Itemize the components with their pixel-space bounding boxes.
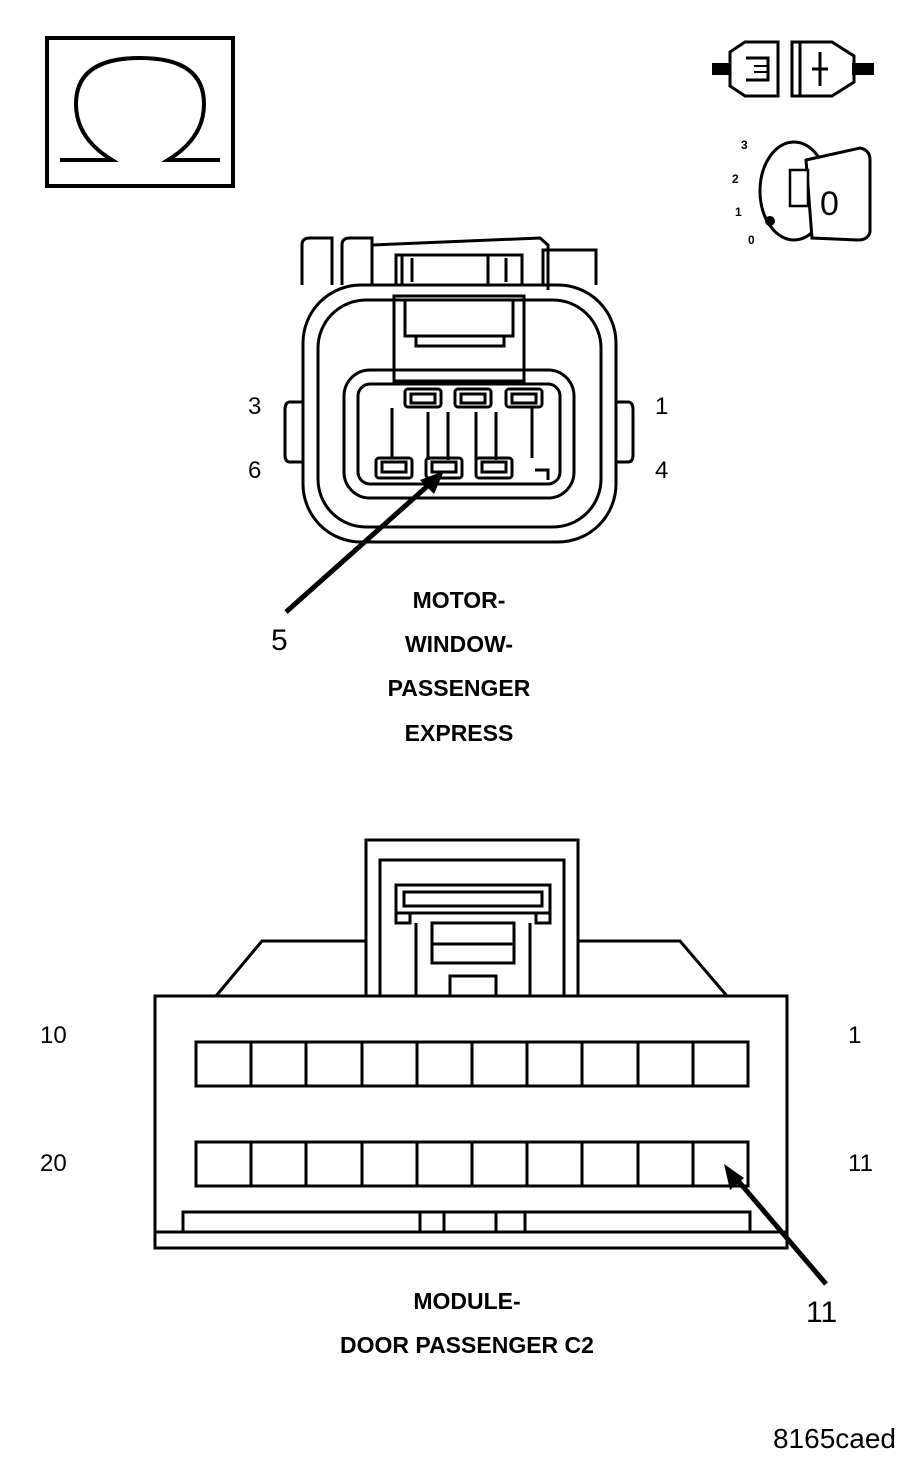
motor-callout-label: 5 (271, 624, 288, 657)
module-pin-label-10: 10 (40, 1022, 67, 1049)
module-pin-label-20: 20 (40, 1150, 67, 1177)
module-callout-label: 11 (806, 1296, 837, 1329)
module-pin-row-11-20 (194, 1140, 750, 1188)
ignition-position-3: 3 (741, 138, 748, 152)
module-pin-label-1: 1 (848, 1022, 861, 1049)
module-pin-label-11: 11 (848, 1150, 873, 1177)
ignition-position-2: 2 (732, 172, 739, 186)
ohmmeter-icon (45, 36, 235, 188)
motor-pin-label-4: 4 (655, 457, 668, 484)
module-caption-line-1: MODULE- (413, 1288, 520, 1314)
door-module-c2-connector (153, 838, 789, 1250)
module-caption-line-2: DOOR PASSENGER C2 (340, 1332, 594, 1358)
motor-callout-arrow (284, 471, 444, 614)
motor-window-connector (283, 236, 635, 544)
module-pin-row-1-10 (194, 1040, 750, 1088)
ignition-position-0: 0 (748, 233, 755, 247)
motor-caption-line-1: MOTOR- (413, 587, 506, 613)
motor-pin-label-6: 6 (248, 457, 261, 484)
key-position-label: 0 (820, 185, 839, 223)
ignition-position-1: 1 (735, 205, 742, 219)
module-callout-arrow (724, 1164, 828, 1286)
ignition-key-off-icon: 0 3 2 1 0 (732, 138, 872, 247)
motor-caption-line-2: WINDOW- (405, 631, 513, 657)
motor-caption-line-4: EXPRESS (405, 720, 514, 746)
motor-pin-label-1: 1 (655, 393, 668, 420)
motor-caption-line-3: PASSENGER (388, 675, 531, 701)
connector-disconnect-icon (712, 40, 874, 98)
motor-pin-label-3: 3 (248, 393, 261, 420)
figure-code: 8165caed (773, 1423, 896, 1454)
